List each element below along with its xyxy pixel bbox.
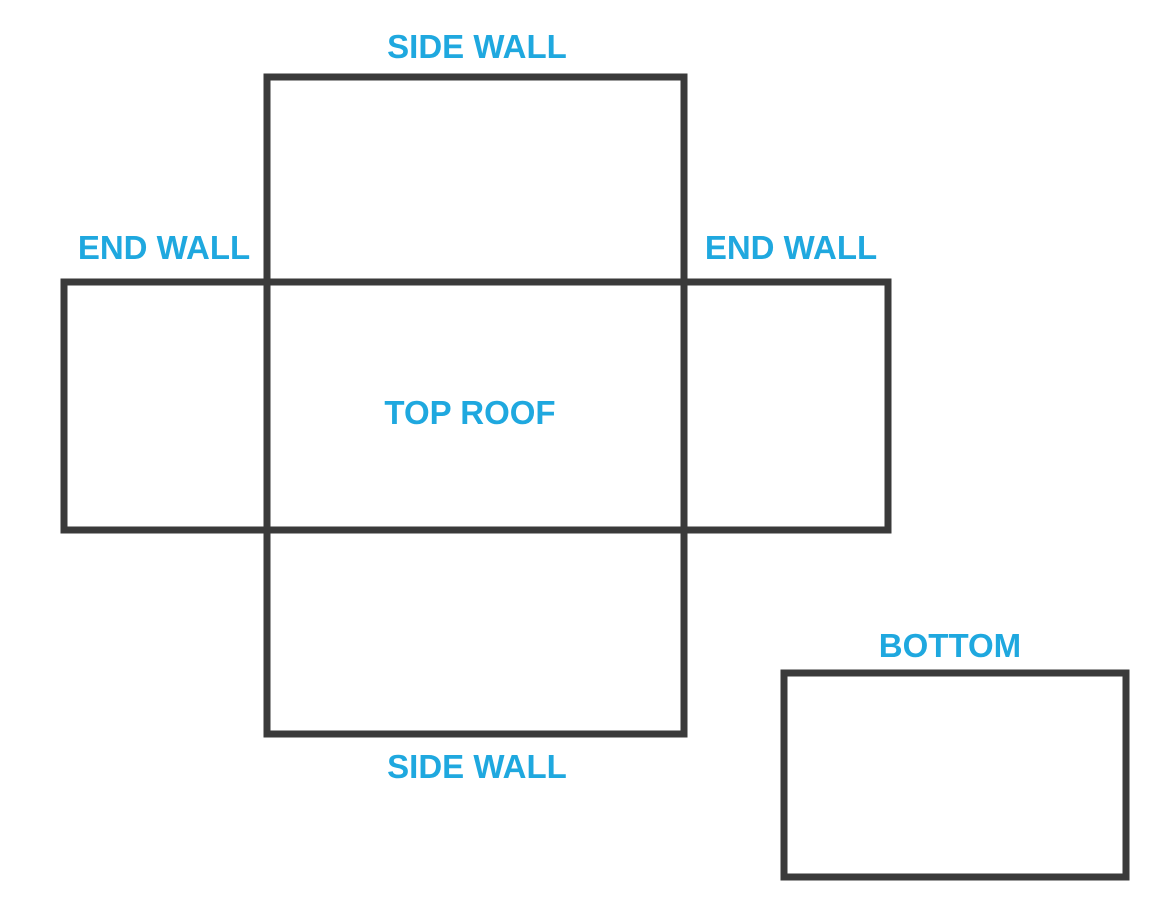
bottom-panel <box>780 669 1130 881</box>
side-wall-bottom-panel <box>263 526 688 738</box>
top-roof-label: TOP ROOF <box>384 394 555 431</box>
end-wall-right-panel <box>680 278 892 534</box>
end-wall-left-label: END WALL <box>78 229 250 266</box>
side-wall-top-panel <box>263 73 688 286</box>
side-wall-bottom-label: SIDE WALL <box>387 748 567 785</box>
side-wall-top-label: SIDE WALL <box>387 28 567 65</box>
end-wall-right-label: END WALL <box>705 229 877 266</box>
end-wall-left-panel <box>60 278 271 534</box>
bottom-label: BOTTOM <box>879 627 1021 664</box>
